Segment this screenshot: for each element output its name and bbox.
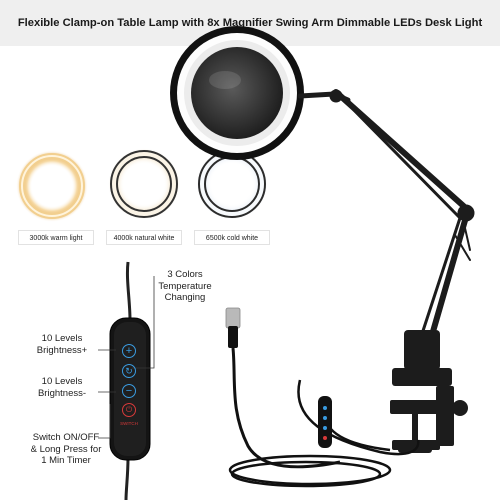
- callout-brightness-down: 10 Levels Brightness-: [37, 376, 87, 399]
- ring-label-cold: 6500k cold white: [194, 230, 270, 245]
- warm-light-ring: [16, 150, 88, 222]
- brightness-up-button[interactable]: +: [122, 344, 136, 358]
- callout-lines: [98, 276, 155, 439]
- power-icon: ⏻: [125, 405, 133, 414]
- ring-label-warm: 3000k warm light: [18, 230, 94, 245]
- callout-temperature: 3 Colors Temperature Changing: [158, 269, 212, 303]
- swing-arm: [297, 89, 475, 345]
- minus-icon: −: [125, 385, 133, 397]
- page-title: Flexible Clamp-on Table Lamp with 8x Mag…: [17, 17, 483, 29]
- magnifier-head: [170, 26, 304, 160]
- plus-icon: +: [125, 345, 133, 357]
- controller-cable: [124, 261, 132, 500]
- inline-controller-small: [318, 396, 332, 448]
- callout-brightness-up: 10 Levels Brightness+: [36, 333, 88, 356]
- ring-label-natural: 4000k natural white: [106, 230, 182, 245]
- clamp-base: [390, 330, 468, 453]
- power-button[interactable]: ⏻: [122, 403, 136, 417]
- usb-cable: [225, 307, 341, 469]
- controller-brand-text: SWITCH: [120, 421, 138, 426]
- color-temperature-button[interactable]: ↻: [122, 364, 136, 378]
- color-cycle-icon: ↻: [125, 366, 133, 376]
- callout-power: Switch ON/OFF & Long Press for 1 Min Tim…: [30, 432, 102, 466]
- brightness-down-button[interactable]: −: [122, 384, 136, 398]
- natural-light-ring: [108, 148, 180, 220]
